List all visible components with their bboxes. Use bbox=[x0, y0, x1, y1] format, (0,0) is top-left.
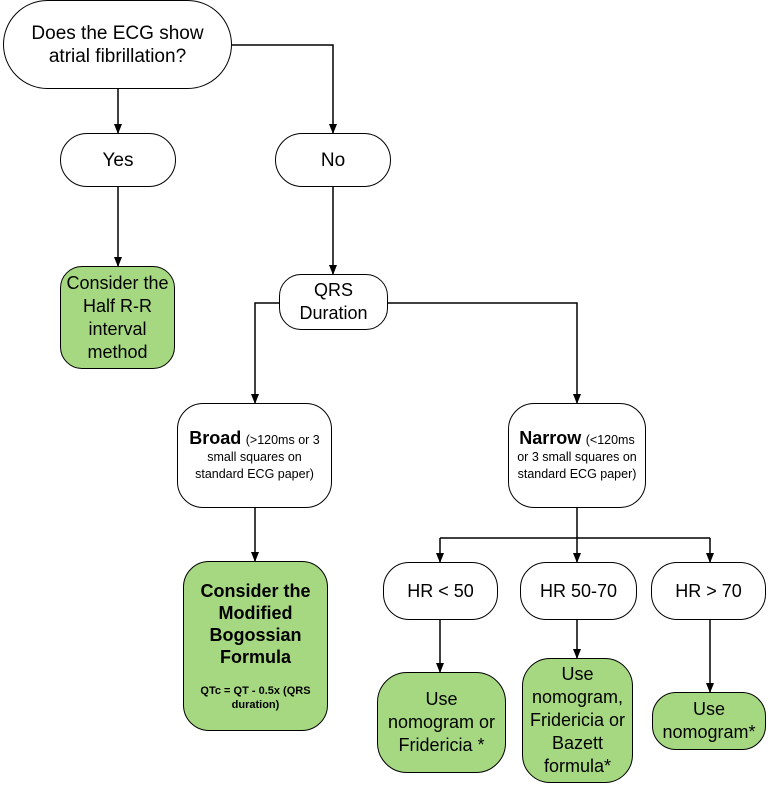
use-50-70-outcome: Use nomogram, Fridericia or Bazett formu… bbox=[522, 658, 633, 783]
question-label: Does the ECG show atrial fibrillation? bbox=[31, 22, 204, 67]
edge-qrs-to-broad bbox=[251, 302, 279, 404]
use-gt70-label: Use nomogram* bbox=[662, 699, 756, 742]
narrow-title: Narrow bbox=[519, 427, 582, 448]
hr-50-70-label: HR 50-70 bbox=[539, 580, 618, 601]
half-rr-label: Consider the Half R-R interval method bbox=[66, 272, 169, 362]
qrs-label: QRS Duration bbox=[299, 280, 368, 323]
bogossian-title: Consider the Modified Bogossian Formula bbox=[200, 581, 311, 667]
hr-gt70-label: HR > 70 bbox=[675, 580, 742, 601]
yes-node: Yes bbox=[60, 133, 176, 187]
question-node: Does the ECG show atrial fibrillation? bbox=[3, 0, 232, 89]
use-50-70-label: Use nomogram, Fridericia or Bazett formu… bbox=[529, 664, 626, 776]
broad-node: Broad (>120ms or 3 small squares on stan… bbox=[177, 403, 332, 508]
no-label: No bbox=[320, 149, 346, 171]
use-lt50-label: Use nomogram or Fridericia * bbox=[387, 689, 496, 755]
edge-question-to-no bbox=[232, 44, 337, 134]
use-gt70-outcome: Use nomogram* bbox=[652, 692, 766, 750]
bogossian-outcome: Consider the Modified Bogossian Formula … bbox=[183, 561, 328, 731]
narrow-node: Narrow (<120ms or 3 small squares on sta… bbox=[508, 403, 646, 508]
hr-gt70-node: HR > 70 bbox=[651, 562, 766, 620]
qrs-node: QRS Duration bbox=[279, 274, 388, 330]
edge-qrs-to-narrow bbox=[388, 302, 581, 404]
yes-label: Yes bbox=[102, 149, 134, 171]
use-lt50-outcome: Use nomogram or Fridericia * bbox=[377, 672, 506, 773]
no-node: No bbox=[275, 133, 391, 187]
hr-50-70-node: HR 50-70 bbox=[520, 562, 637, 620]
broad-detail: (>120ms or 3 small squares on standard E… bbox=[195, 432, 320, 481]
hr-lt50-label: HR < 50 bbox=[407, 580, 474, 601]
bogossian-formula: QTc = QT - 0.5x (QRS duration) bbox=[200, 685, 311, 711]
narrow-detail: (<120ms or 3 small squares on standard E… bbox=[517, 432, 637, 481]
hr-lt50-node: HR < 50 bbox=[383, 562, 498, 620]
broad-title: Broad bbox=[189, 427, 242, 448]
half-rr-outcome: Consider the Half R-R interval method bbox=[60, 266, 175, 369]
